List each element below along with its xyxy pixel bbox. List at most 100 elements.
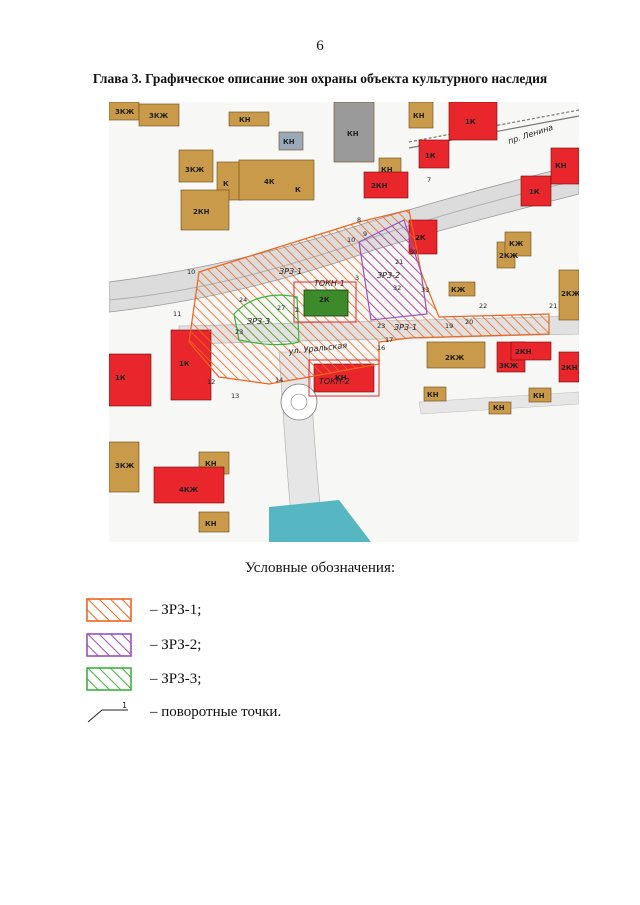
label-building: КЖ bbox=[451, 286, 466, 294]
building-1k-c bbox=[520, 175, 552, 207]
point-label: 23 bbox=[235, 328, 243, 336]
building-kzh-b bbox=[448, 281, 476, 297]
point-label: 17 bbox=[385, 336, 393, 344]
label-zrz1-b: ЗРЗ-1 bbox=[394, 323, 417, 332]
point-label: 7 bbox=[427, 176, 431, 184]
building-4k bbox=[238, 159, 315, 201]
label-zrz2: ЗРЗ-2 bbox=[377, 271, 400, 280]
legend-label-zrz2: – ЗРЗ-2; bbox=[150, 636, 202, 653]
point-label: 9 bbox=[363, 230, 367, 238]
label-building: КН bbox=[533, 392, 545, 400]
building-kn-j bbox=[488, 401, 512, 415]
point-label: 10 bbox=[187, 268, 195, 276]
building-kzh-c bbox=[109, 441, 140, 493]
label-building: КН bbox=[283, 138, 295, 146]
round-structure bbox=[280, 383, 318, 421]
zone-zrz3 bbox=[233, 294, 300, 346]
building-3kzh-c bbox=[178, 149, 214, 183]
label-building: 4К bbox=[264, 178, 275, 186]
building-4kzh bbox=[153, 466, 225, 504]
zone-tokn2-border bbox=[308, 359, 380, 397]
label-zrz1-a: ЗРЗ-1 bbox=[279, 267, 302, 276]
label-building: 3КЖ bbox=[115, 462, 135, 470]
point-label: 12 bbox=[207, 378, 215, 386]
point-label: 3 bbox=[355, 274, 359, 282]
turning-point-marker: 1 bbox=[122, 701, 127, 710]
page-number: 6 bbox=[316, 38, 324, 54]
legend-item-zrz3: – ЗРЗ-3; bbox=[86, 666, 201, 692]
legend-swatch-zrz1 bbox=[86, 598, 132, 622]
building-2k-b bbox=[109, 353, 152, 407]
label-building: 3КЖ bbox=[185, 166, 205, 174]
zone-zrz2 bbox=[358, 219, 428, 321]
label-building: 2КН bbox=[371, 182, 388, 190]
building-kn-h bbox=[423, 386, 447, 402]
label-building: КН bbox=[347, 130, 359, 138]
point-label: 8 bbox=[357, 216, 361, 224]
building-2kn-d bbox=[558, 351, 579, 383]
building-3kzh-d bbox=[426, 341, 486, 369]
label-building: 2КН bbox=[561, 364, 578, 372]
building-2kn-a bbox=[180, 189, 230, 231]
label-building: КН bbox=[427, 391, 439, 399]
label-building: 3КЖ bbox=[149, 112, 169, 120]
legend-heading: Условные обозначения: bbox=[244, 560, 396, 576]
label-building: 1К bbox=[465, 118, 476, 126]
point-label: 13 bbox=[231, 392, 239, 400]
point-label: 20 bbox=[465, 318, 473, 326]
label-building: КН bbox=[205, 520, 217, 528]
label-tokn1: ТОКН-1 bbox=[314, 279, 345, 288]
building-2kzh-b bbox=[558, 269, 579, 321]
building-kn-k bbox=[550, 147, 579, 185]
round-structure-inner bbox=[290, 393, 308, 411]
point-label: 21 bbox=[395, 258, 403, 266]
zone-tokn1 bbox=[303, 289, 349, 317]
label-building: 2КЖ bbox=[499, 252, 519, 260]
point-label: 32 bbox=[393, 284, 401, 292]
label-building: 1К bbox=[529, 188, 540, 196]
building-kn-c bbox=[333, 102, 375, 163]
legend-swatch-zrz3 bbox=[86, 667, 132, 691]
building-1k-b bbox=[448, 102, 498, 141]
label-building: КН bbox=[205, 460, 217, 468]
label-building: 2КН bbox=[193, 208, 210, 216]
label-building: К bbox=[295, 186, 301, 194]
building-2kn-c bbox=[510, 341, 552, 361]
legend-item-turning-points: 1 – поворотные точки. bbox=[86, 699, 281, 725]
building-kn-b bbox=[278, 131, 304, 151]
legend-label-zrz3: – ЗРЗ-3; bbox=[150, 670, 202, 687]
label-building: 3КЖ bbox=[499, 362, 519, 370]
point-label: 24 bbox=[239, 296, 247, 304]
label-building: КН bbox=[555, 162, 567, 170]
point-label: 21 bbox=[549, 302, 557, 310]
label-building: К bbox=[223, 180, 229, 188]
turning-point-icon: 1 bbox=[87, 701, 128, 723]
water-body bbox=[269, 500, 371, 542]
label-building: 2КЖ bbox=[561, 290, 579, 298]
label-building: 2КН bbox=[515, 348, 532, 356]
building-kn-g bbox=[198, 511, 230, 533]
point-label: 16 bbox=[377, 344, 385, 352]
point-label: 19 bbox=[445, 322, 453, 330]
zone-tokn1-border bbox=[293, 281, 357, 323]
point-label: 11 bbox=[173, 310, 181, 318]
point-label: 2 bbox=[295, 306, 299, 314]
point-label: 30 bbox=[409, 248, 417, 256]
label-building: КН bbox=[239, 116, 251, 124]
label-building: 2КЖ bbox=[445, 354, 465, 362]
zone-map: ЗРЗ-1 ЗРЗ-1 ЗРЗ-2 ЗРЗ-3 ТОКН-1 ТОКН-2 пр… bbox=[109, 102, 579, 542]
point-label: 14 bbox=[275, 376, 283, 384]
building-kzh-a bbox=[504, 231, 532, 257]
building-kn-a bbox=[228, 111, 270, 127]
label-tokn2: ТОКН-2 bbox=[319, 377, 350, 386]
label-building: КН bbox=[381, 166, 393, 174]
label-building: КН bbox=[413, 112, 425, 120]
point-label: 33 bbox=[421, 286, 429, 294]
building-3kzh-b bbox=[138, 103, 180, 127]
label-building: 2К bbox=[415, 234, 426, 242]
label-building: 3КЖ bbox=[115, 108, 135, 116]
label-building: КН bbox=[493, 404, 505, 412]
point-label: 10 bbox=[347, 236, 355, 244]
building-kn-d bbox=[408, 102, 434, 129]
label-building: 1К bbox=[179, 360, 190, 368]
